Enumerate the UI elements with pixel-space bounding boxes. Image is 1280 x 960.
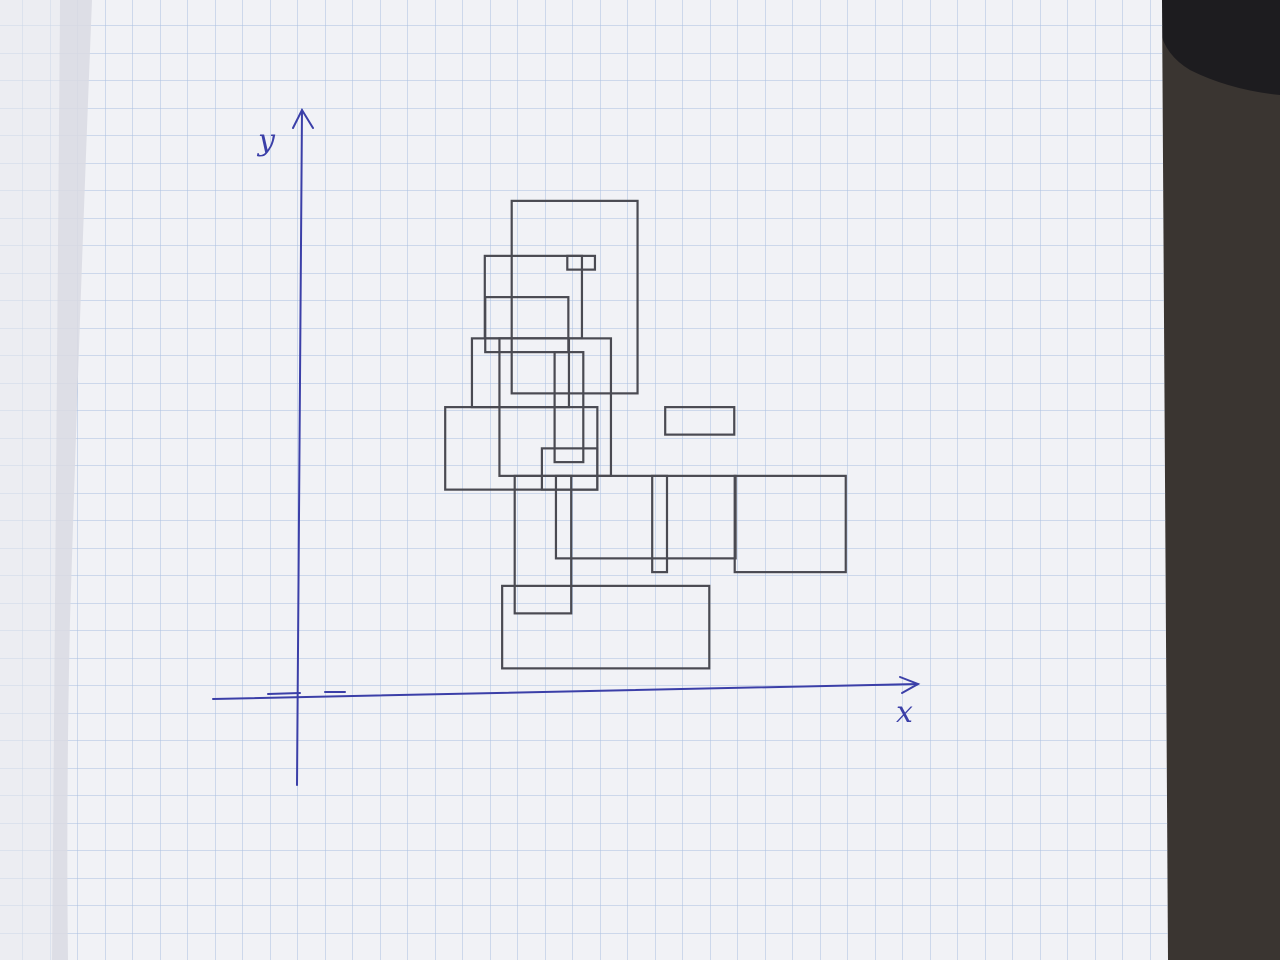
y-axis-label: y <box>256 123 276 158</box>
x-axis-line <box>212 683 919 700</box>
origin-scribble <box>267 691 346 695</box>
x-axis-label: x <box>896 695 913 730</box>
drawn-rectangle <box>444 406 599 491</box>
notebook-spine <box>52 0 92 960</box>
dark-object <box>1160 0 1280 95</box>
drawn-rectangle <box>554 474 737 560</box>
previous-page-edge <box>0 0 60 960</box>
drawn-rectangle <box>513 474 573 615</box>
drawn-rectangle <box>664 406 736 436</box>
drawn-rectangle <box>484 296 570 354</box>
drawn-rectangle <box>510 199 639 395</box>
rectangles-group <box>444 199 847 670</box>
x-axis-arrowhead <box>899 676 921 694</box>
notebook-page-grid <box>0 0 1168 960</box>
y-axis-line <box>296 109 303 786</box>
y-axis-arrowhead <box>292 107 314 129</box>
coordinate-axes <box>212 107 921 786</box>
drawn-rectangle <box>553 351 585 464</box>
table-surface <box>1150 0 1280 960</box>
drawn-rectangle <box>501 584 711 670</box>
